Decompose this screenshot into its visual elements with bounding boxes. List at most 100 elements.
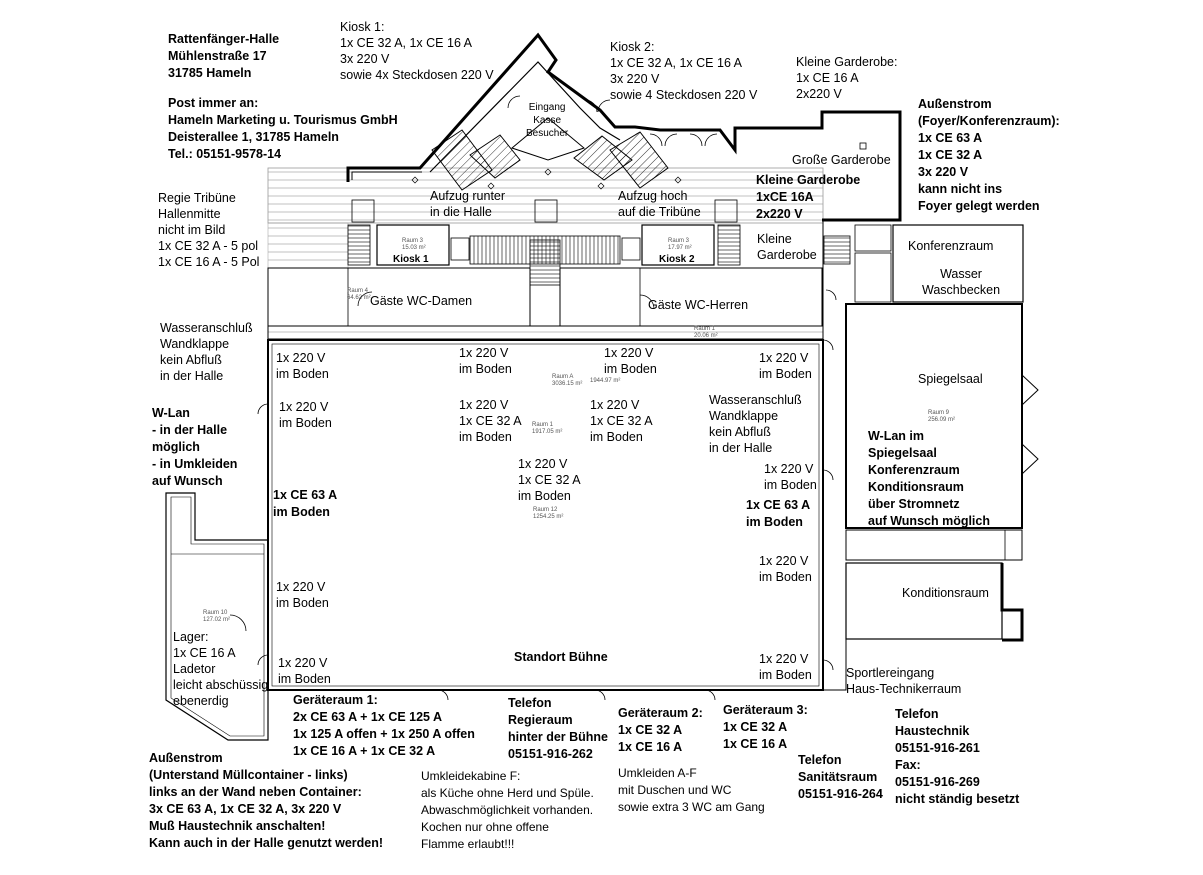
umkleiden-af-line: mit Duschen und WC bbox=[618, 783, 732, 797]
telefon-haustechnik: Telefon Haustechnik 05151-916-261 Fax: 0… bbox=[895, 706, 1019, 808]
power-point-line: im Boden bbox=[759, 367, 812, 381]
kleine-garderobe-bold-line: 1xCE 16A bbox=[756, 190, 814, 204]
room-area-label: Raum 1 1917.05 m² bbox=[532, 422, 562, 436]
spiegelsaal-room bbox=[845, 303, 1023, 529]
ce63-left: 1x CE 63 A im Boden bbox=[273, 487, 337, 521]
geraeteraum1-line: Geräteraum 1: bbox=[293, 693, 378, 707]
wlan-halle-info: W-Lan - in der Halle möglich - in Umklei… bbox=[152, 405, 237, 490]
room-area-line: 127.02 m² bbox=[203, 617, 231, 623]
aussenstrom-foyer-line: 3x 220 V bbox=[918, 165, 969, 179]
regie-line: Regie Tribüne bbox=[158, 191, 236, 205]
regie-line: 1x CE 16 A - 5 Pol bbox=[158, 255, 260, 269]
konferenzraum-room bbox=[892, 224, 1024, 303]
wasser-label: Wasser Waschbecken bbox=[922, 266, 1000, 298]
telefon-regie-line: 05151-916-262 bbox=[508, 747, 593, 761]
kleine-garderobe-bold-line: 2x220 V bbox=[756, 207, 803, 221]
power-point-line: 1x 220 V bbox=[590, 398, 640, 412]
power-point-line: 1x 220 V bbox=[764, 462, 814, 476]
wasseranschluss-right-line: in der Halle bbox=[709, 441, 773, 455]
grosse-garderobe-label: Große Garderobe bbox=[792, 153, 891, 167]
room-area-line: Raum A bbox=[552, 374, 574, 380]
telefon-haustechnik-line: Telefon bbox=[895, 707, 939, 721]
room-area-label: Raum 3 15.03 m² bbox=[402, 238, 426, 252]
corridor bbox=[267, 325, 824, 340]
wlan-spiegelsaal-line: Konferenzraum bbox=[868, 463, 960, 477]
room-area-line: 20.06 m² bbox=[694, 333, 718, 339]
umkleide-f-line: Flamme erlaubt!!! bbox=[421, 837, 515, 851]
kleine-garderobe-room-line: Garderobe bbox=[757, 248, 817, 262]
kiosk2-label: Kiosk 2 bbox=[659, 254, 695, 265]
power-point-line: 1x 220 V bbox=[276, 351, 326, 365]
geraeteraum1-line: 1x 125 A offen + 1x 250 A offen bbox=[293, 727, 475, 741]
geraeteraum2-info: Geräteraum 2: 1x CE 32 A 1x CE 16 A bbox=[618, 705, 703, 756]
lager-line: 1x CE 16 A bbox=[173, 646, 236, 660]
wasseranschluss-left: Wasseranschluß Wandklappe kein Abfluß in… bbox=[160, 320, 253, 384]
wasser-line: Wasser bbox=[940, 267, 982, 281]
power-point-line: 1x CE 32 A bbox=[590, 414, 653, 428]
power-point: 1x 220 V im Boden bbox=[759, 553, 812, 585]
aussenstrom-foyer-line: 1x CE 32 A bbox=[918, 148, 983, 162]
regie-tribuene-info: Regie Tribüne Hallenmitte nicht im Bild … bbox=[158, 190, 259, 270]
kiosk2-info-line: 3x 220 V bbox=[610, 72, 660, 86]
power-point-line: im Boden bbox=[278, 672, 331, 686]
gaeste-wc-damen-label: Gäste WC-Damen bbox=[370, 294, 473, 308]
hall-street: Mühlenstraße 17 bbox=[168, 49, 267, 63]
power-point-line: 1x CE 32 A bbox=[459, 414, 522, 428]
foyer-outer-wall bbox=[346, 32, 902, 222]
power-point-line: im Boden bbox=[279, 416, 332, 430]
hall-name: Rattenfänger-Halle bbox=[168, 32, 280, 46]
power-point: 1x 220 V im Boden bbox=[604, 345, 657, 377]
address-block: Rattenfänger-Halle Mühlenstraße 17 31785… bbox=[168, 31, 398, 163]
aussenstrom-muell-line: Muß Haustechnik anschalten! bbox=[149, 819, 326, 833]
konferenzraum-label: Konferenzraum bbox=[908, 239, 994, 253]
lager-line: leicht abschüssig bbox=[173, 678, 269, 692]
room-area-line: Raum 1 bbox=[532, 422, 554, 428]
wlan-spiegelsaal-line: Spiegelsaal bbox=[868, 446, 937, 460]
room-area-line: 1917.05 m² bbox=[532, 429, 563, 435]
power-point-line: im Boden bbox=[276, 367, 329, 381]
power-point-line: im Boden bbox=[759, 570, 812, 584]
geraeteraum3-line: 1x CE 32 A bbox=[723, 720, 788, 734]
kiosk1-label: Kiosk 1 bbox=[393, 254, 429, 265]
kiosk1-info-line: 3x 220 V bbox=[340, 52, 390, 66]
power-point-line: im Boden bbox=[590, 430, 643, 444]
post-company: Hameln Marketing u. Tourismus GmbH bbox=[168, 113, 398, 127]
geraeteraum2-line: 1x CE 16 A bbox=[618, 740, 683, 754]
wlan-spiegelsaal-info: W-Lan im Spiegelsaal Konferenzraum Kondi… bbox=[868, 428, 990, 530]
telefon-regie-line: Regieraum bbox=[508, 713, 573, 727]
telefon-sanitaet-line: 05151-916-264 bbox=[798, 787, 883, 801]
aussenstrom-muellcontainer: Außenstrom (Unterstand Müllcontainer - l… bbox=[149, 750, 383, 852]
lager-room bbox=[165, 492, 269, 741]
entrance-outline bbox=[429, 61, 621, 173]
power-point: 1x 220 V im Boden bbox=[764, 461, 817, 493]
kiosk2-info-title: Kiosk 2: bbox=[610, 40, 655, 54]
power-point-line: 1x 220 V bbox=[276, 580, 326, 594]
sportlereingang-line: Haus-Technikerraum bbox=[846, 682, 962, 696]
power-point: 1x 220 V im Boden bbox=[276, 579, 329, 611]
aufzug-hoch-label: Aufzug hoch auf die Tribüne bbox=[618, 188, 701, 220]
room-area-label: 1944.97 m² bbox=[590, 378, 620, 385]
room-area-label: Raum 3 17.97 m² bbox=[668, 238, 692, 252]
aussenstrom-foyer: Außenstrom (Foyer/Konferenzraum): 1x CE … bbox=[918, 96, 1060, 215]
umkleide-f-line: Kochen nur ohne offene bbox=[421, 820, 549, 834]
wasseranschluss-right: Wasseranschluß Wandklappe kein Abfluß in… bbox=[709, 392, 802, 456]
aufzug-hoch-line: Aufzug hoch bbox=[618, 189, 688, 203]
entrance-line: Eingang bbox=[528, 102, 566, 113]
geraeteraum2-line: 1x CE 32 A bbox=[618, 723, 683, 737]
umkleide-f-line: als Küche ohne Herd und Spüle. bbox=[421, 786, 594, 800]
power-point: 1x 220 V im Boden bbox=[459, 345, 512, 377]
ce63-left-line: im Boden bbox=[273, 505, 330, 519]
entrance-line: Besucher bbox=[526, 128, 569, 139]
konditionsraum-room bbox=[845, 562, 1003, 640]
room-area-label: Raum 10 127.02 m² bbox=[203, 610, 230, 624]
room-area-line: 256.09 m² bbox=[928, 417, 956, 423]
umkleiden-af-line: Umkleiden A-F bbox=[618, 766, 697, 780]
telefon-haustechnik-line: Fax: bbox=[895, 758, 921, 772]
power-point: 1x 220 V im Boden bbox=[759, 651, 812, 683]
aussenstrom-foyer-line: (Foyer/Konferenzraum): bbox=[918, 114, 1060, 128]
sportlereingang-line: Sportlereingang bbox=[846, 666, 935, 680]
umkleidekabine-f-info: Umkleidekabine F: als Küche ohne Herd un… bbox=[421, 768, 594, 853]
room-area-line: Raum 9 bbox=[928, 410, 950, 416]
aufzug-runter-line: in die Halle bbox=[430, 205, 492, 219]
